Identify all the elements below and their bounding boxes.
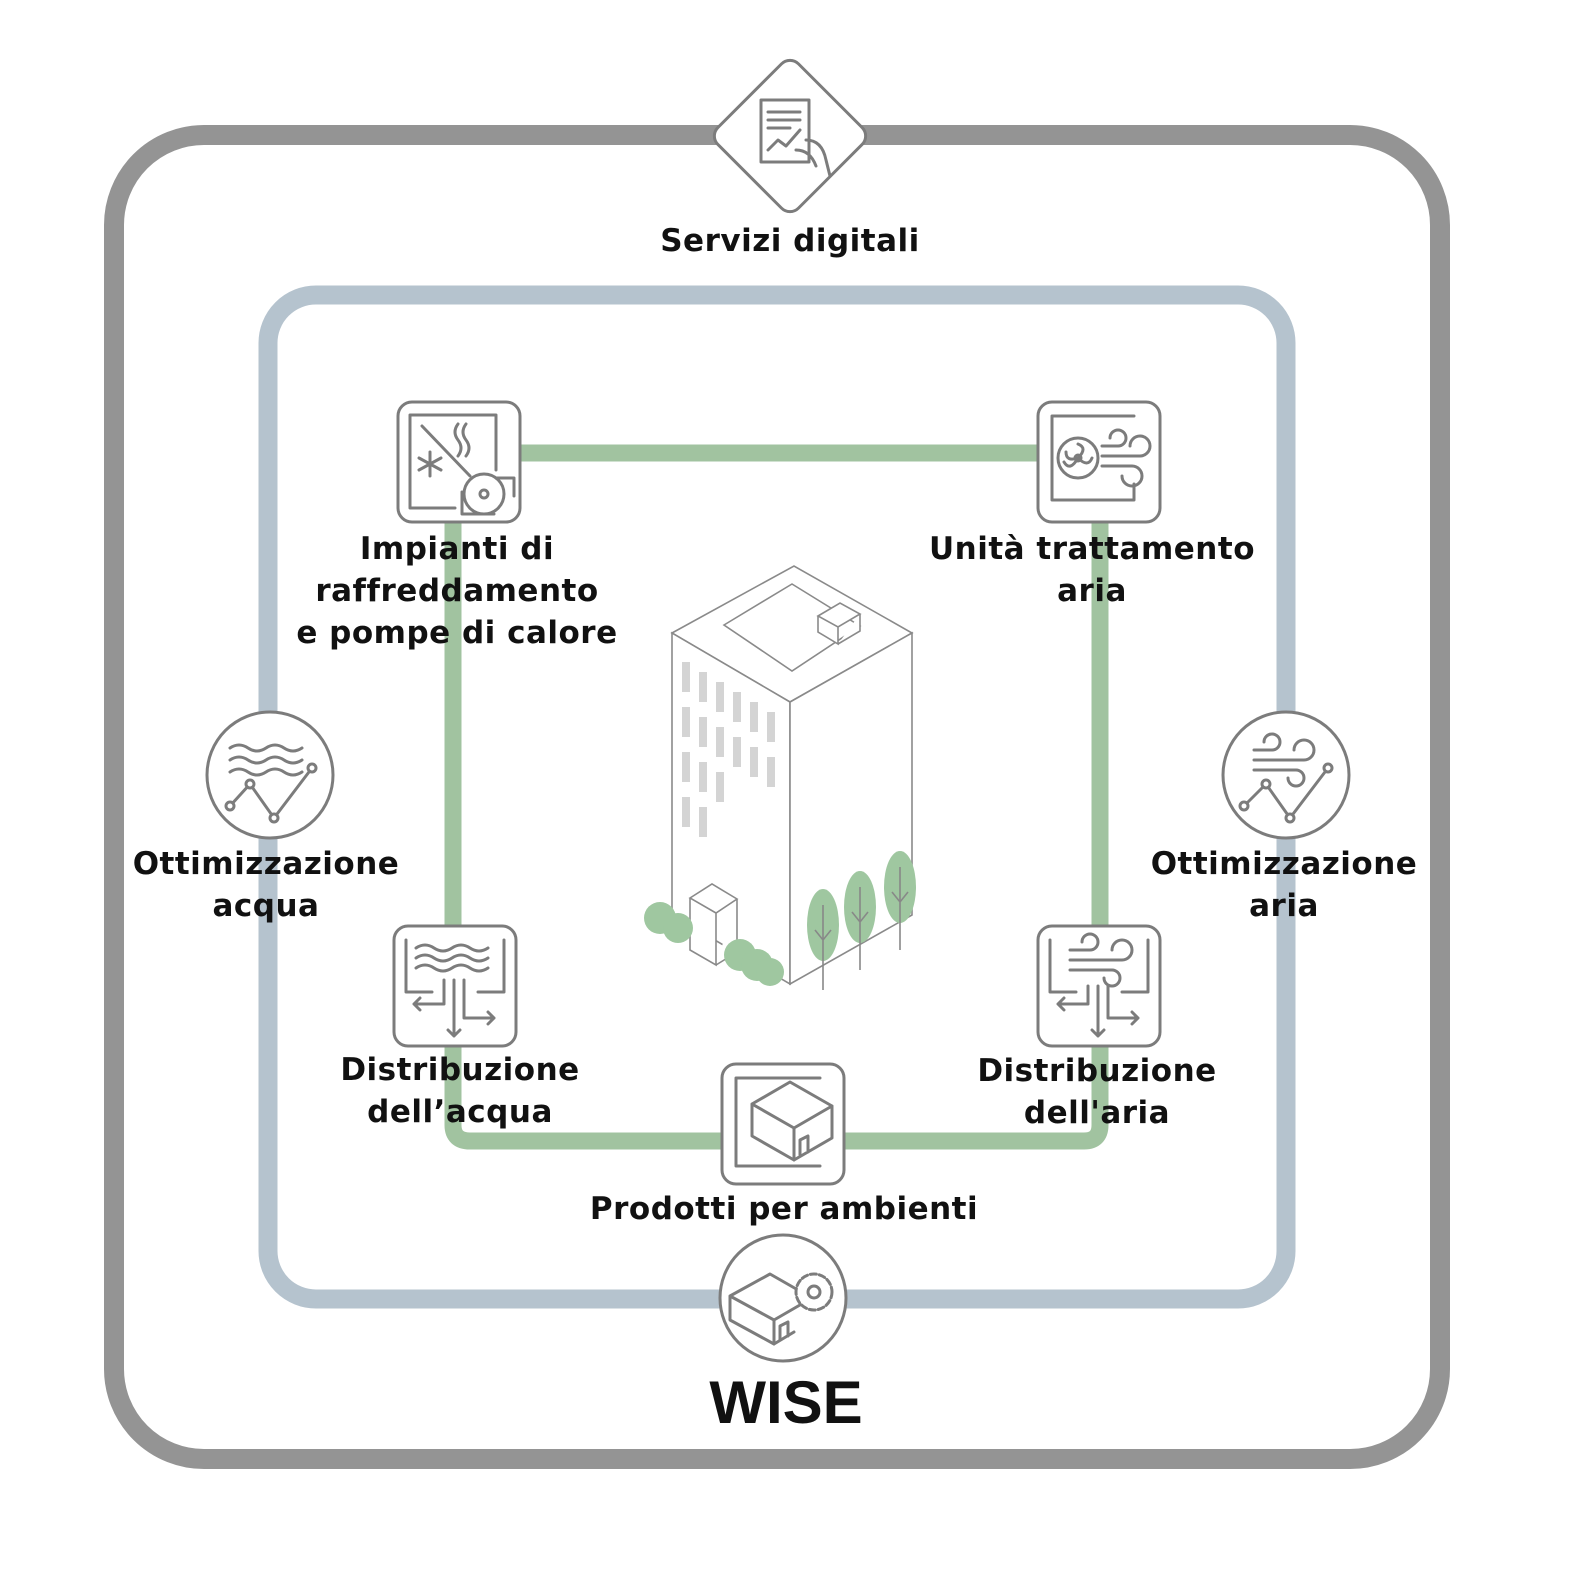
label-digital-services: Servizi digitali [660,223,920,259]
air-distribution-icon [1036,924,1162,1048]
label-line: e pompe di calore [296,615,618,651]
label-room-products: Prodotti per ambienti [589,1191,979,1227]
label-water-distribution: Distribuzione dell’acqua [340,1049,579,1133]
label-line: aria [1057,573,1127,609]
label-line: dell'aria [1023,1095,1171,1131]
label-line: acqua [212,888,320,924]
air-optimization-icon [1221,710,1351,840]
flow-loop [444,444,1109,1150]
label-water-optimization: Ottimizzazione acqua [133,843,400,927]
label-cooling: Impianti di raffreddamento e pompe di ca… [296,528,617,654]
label-line: Ottimizzazione [1150,846,1418,882]
label-air-optimization: Ottimizzazione aria [1151,843,1418,927]
label-line: raffreddamento [315,573,599,609]
label-line: dell’acqua [367,1094,553,1130]
chiller-heat-pump-icon [396,400,522,524]
label-line: aria [1249,888,1319,924]
air-handling-unit-icon [1036,400,1162,524]
water-distribution-icon [392,924,518,1048]
room-icon [720,1062,846,1186]
label-line: Ottimizzazione [132,846,400,882]
water-optimization-icon [205,710,335,840]
label-line: Distribuzione [340,1052,580,1088]
label-line: Unità trattamento [929,531,1255,567]
label-line: Distribuzione [977,1053,1217,1089]
label-line: Impianti di [359,531,555,567]
building-illustration [644,565,916,990]
document-chart-hand-icon [712,58,868,214]
label-air-distribution: Distribuzione dell'aria [977,1050,1216,1134]
room-gear-icon [718,1233,848,1363]
label-air-handling: Unità trattamento aria [929,528,1255,612]
wise-title: WISE [709,1369,863,1436]
